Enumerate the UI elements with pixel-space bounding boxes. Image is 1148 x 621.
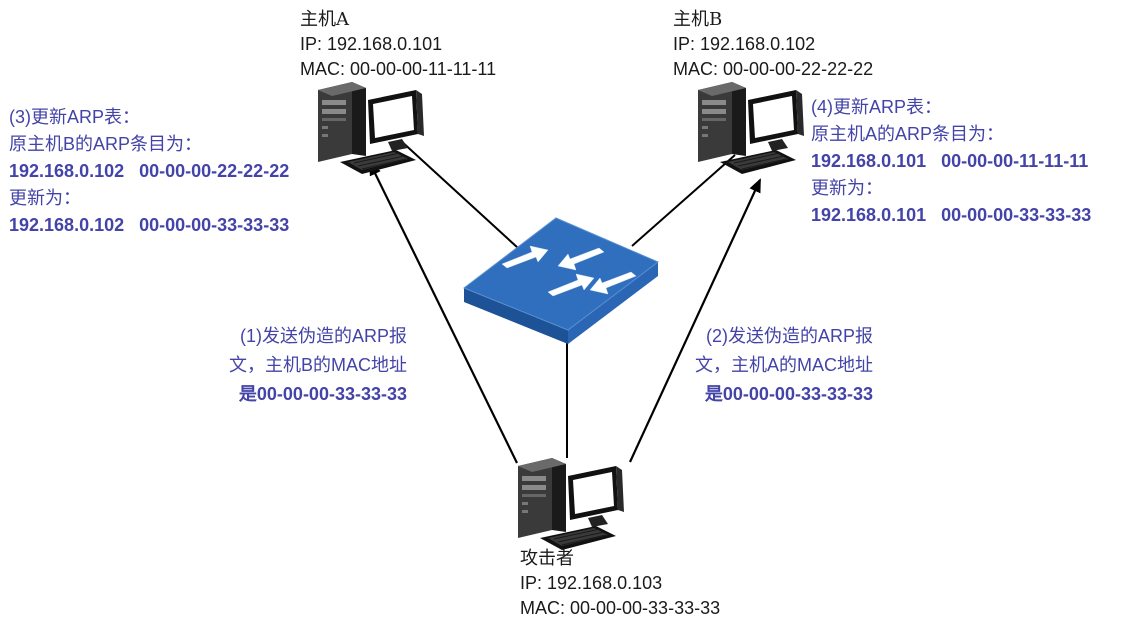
link-host-a-switch — [399, 139, 519, 249]
step3-annotation: (3)更新ARP表： 原主机B的ARP条目为： 192.168.0.102 00… — [9, 104, 289, 239]
step2-line1: (2)发送伪造的ARP报 — [706, 326, 874, 346]
step3-updated-label: 更新为： — [9, 188, 81, 208]
step4-original-entry: 192.168.0.101 00-00-00-11-11-11 — [811, 151, 1089, 171]
host-b-mac: MAC: 00-00-00-22-22-22 — [673, 59, 874, 79]
host-a-mac: MAC: 00-00-00-11-11-11 — [300, 59, 497, 79]
host-b-ip: IP: 192.168.0.102 — [673, 34, 816, 54]
step1-line3: 是00-00-00-33-33-33 — [238, 384, 408, 404]
step3-updated-entry: 192.168.0.102 00-00-00-33-33-33 — [9, 215, 290, 235]
step4-title: (4)更新ARP表： — [811, 97, 943, 117]
host-a-label: 主机A IP: 192.168.0.101 MAC: 00-00-00-11-1… — [300, 7, 496, 82]
arrow-spoof-to-host-a — [369, 161, 518, 464]
host-b-label: 主机B IP: 192.168.0.102 MAC: 00-00-00-22-2… — [673, 7, 873, 82]
step3-title: (3)更新ARP表： — [9, 107, 141, 127]
attacker-mac: MAC: 00-00-00-33-33-33 — [520, 598, 721, 618]
step3-original-label: 原主机B的ARP条目为： — [9, 134, 203, 154]
attacker-computer-icon — [517, 457, 625, 551]
step2-line2: 文，主机A的MAC地址 — [695, 355, 874, 375]
link-host-b-switch — [631, 154, 736, 247]
host-b-name: 主机B — [673, 9, 723, 30]
step4-annotation: (4)更新ARP表： 原主机A的ARP条目为： 192.168.0.101 00… — [811, 94, 1091, 229]
attacker-ip: IP: 192.168.0.103 — [520, 573, 663, 593]
step1-line1: (1)发送伪造的ARP报 — [240, 326, 408, 346]
host-a-name: 主机A — [300, 9, 349, 30]
step1-line2: 文，主机B的MAC地址 — [229, 355, 408, 375]
step1-annotation: (1)发送伪造的ARP报 文，主机B的MAC地址 是00-00-00-33-33… — [229, 322, 407, 409]
host-a-computer-icon — [317, 81, 425, 175]
step2-annotation: (2)发送伪造的ARP报 文，主机A的MAC地址 是00-00-00-33-33… — [695, 322, 873, 409]
step2-line3: 是00-00-00-33-33-33 — [704, 384, 874, 404]
switch-icon — [462, 217, 659, 344]
host-a-ip: IP: 192.168.0.101 — [300, 34, 443, 54]
step4-updated-label: 更新为： — [811, 178, 883, 198]
arrow-spoof-to-host-b — [629, 178, 761, 463]
host-b-computer-icon — [697, 81, 805, 175]
attacker-name: 攻击者 — [520, 548, 574, 568]
attacker-label: 攻击者 IP: 192.168.0.103 MAC: 00-00-00-33-3… — [520, 546, 720, 621]
step4-updated-entry: 192.168.0.101 00-00-00-33-33-33 — [811, 205, 1092, 225]
step4-original-label: 原主机A的ARP条目为： — [811, 124, 1005, 144]
step3-original-entry: 192.168.0.102 00-00-00-22-22-22 — [9, 161, 290, 181]
